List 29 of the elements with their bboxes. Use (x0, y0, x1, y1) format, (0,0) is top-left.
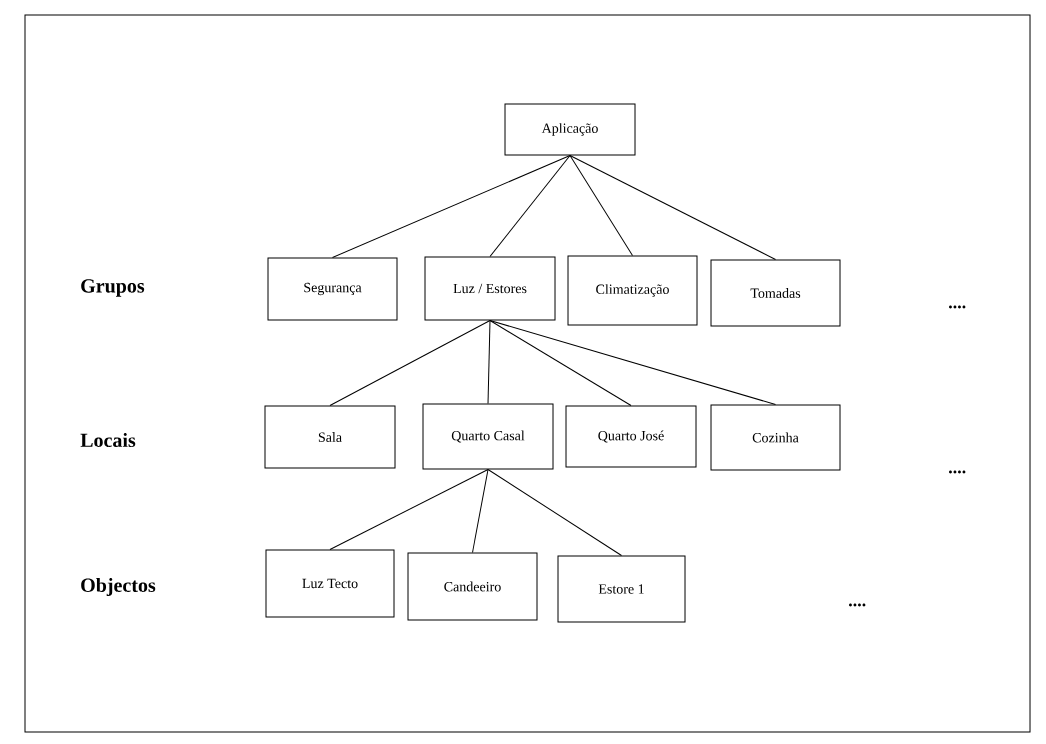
connector-line (487, 469, 622, 556)
tree-box: Luz / Estores (424, 256, 556, 321)
tree-box: Candeeiro (407, 552, 538, 621)
connector-line (569, 155, 633, 256)
tree-box: Luz Tecto (265, 549, 395, 618)
tree-box: Quarto José (565, 405, 697, 468)
connector-line (489, 320, 776, 405)
tree-box: Estore 1 (557, 555, 686, 623)
tree-box: Sala (264, 405, 396, 469)
connector-line (569, 155, 776, 260)
level-label: Objectos (81, 577, 156, 597)
tree-box: Tomadas (710, 259, 841, 327)
connector-line (472, 469, 489, 553)
connector-line (489, 320, 632, 406)
connector-line (329, 469, 489, 550)
ellipsis: .... (949, 470, 966, 474)
level-label: Locais (80, 432, 136, 448)
tree-box: Segurança (267, 257, 398, 321)
tree-box: Cozinha (710, 404, 841, 471)
connector-line (332, 155, 571, 258)
tree-box: Climatização (567, 255, 698, 326)
connector-line (487, 320, 491, 404)
tree-box: Aplicação (504, 103, 636, 156)
connector-line (329, 320, 491, 406)
level-label: Grupos (81, 279, 145, 297)
ellipsis: .... (949, 305, 966, 309)
ellipsis: .... (849, 603, 866, 607)
tree-box: Quarto Casal (422, 403, 554, 470)
connector-line (489, 155, 571, 257)
